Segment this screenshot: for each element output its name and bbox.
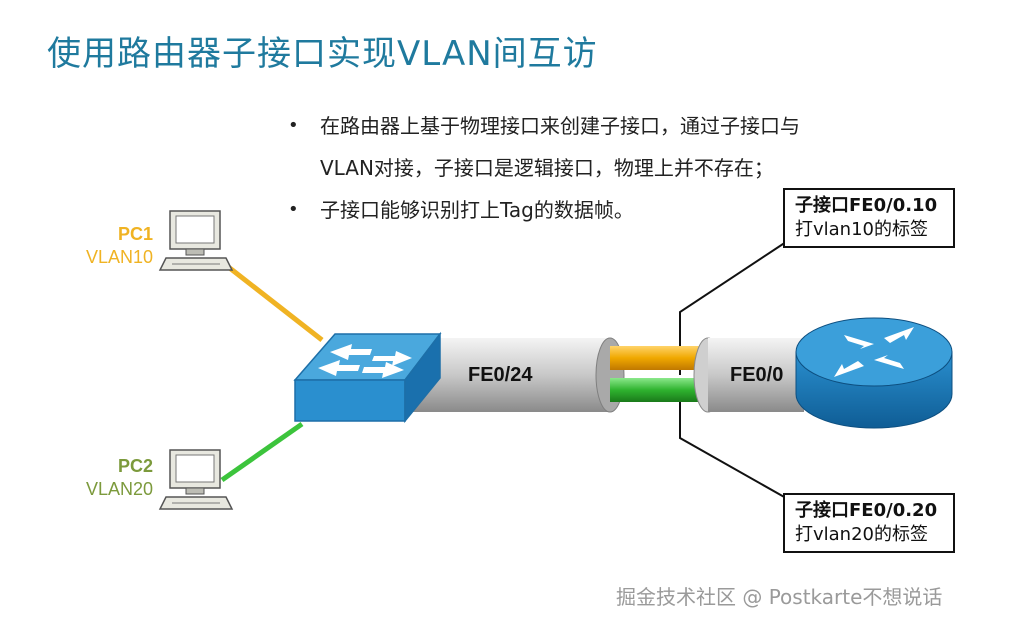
pc2-computer-icon: [158, 449, 234, 510]
callout-title: 子接口FE0/0.10: [795, 195, 938, 216]
callout-desc: 打vlan10的标签: [795, 219, 928, 240]
router-icon: [795, 317, 953, 429]
watermark: 掘金技术社区 @ Postkarte不想说话: [616, 585, 943, 609]
pc2-label: PC2 VLAN20: [43, 455, 153, 501]
bullet-dot: •: [288, 115, 299, 136]
pc1-link: [220, 260, 324, 342]
callout-desc: 打vlan20的标签: [795, 524, 928, 545]
bullet-text-1: 在路由器上基于物理接口来创建子接口，通过子接口与VLAN对接，子接口是逻辑接口，…: [320, 114, 800, 180]
bullet-item-1: • 在路由器上基于物理接口来创建子接口，通过子接口与VLAN对接，子接口是逻辑接…: [288, 105, 828, 189]
bullet-dot: •: [288, 199, 299, 220]
pc2-vlan: VLAN20: [85, 479, 153, 499]
pc2-link: [220, 421, 304, 483]
subinterface-callout-20: 子接口FE0/0.20 打vlan20的标签: [783, 493, 955, 553]
callout-title: 子接口FE0/0.20: [795, 500, 938, 521]
page-title: 使用路由器子接口实现VLAN间互访: [47, 34, 598, 74]
pc1-label: PC1 VLAN10: [43, 223, 153, 269]
pc2-name: PC2: [117, 456, 153, 476]
bullet-list: • 在路由器上基于物理接口来创建子接口，通过子接口与VLAN对接，子接口是逻辑接…: [288, 105, 828, 231]
pc1-vlan: VLAN10: [85, 247, 153, 267]
pc1-computer-icon: [158, 210, 234, 271]
switch-port-label: FE0/24: [468, 364, 533, 386]
bullet-item-2: • 子接口能够识别打上Tag的数据帧。: [288, 189, 828, 231]
pc1-name: PC1: [117, 224, 153, 244]
router-port-label: FE0/0: [730, 364, 784, 386]
router-tube: [693, 337, 804, 413]
subinterface-callout-10: 子接口FE0/0.10 打vlan10的标签: [783, 188, 955, 248]
bullet-text-2: 子接口能够识别打上Tag的数据帧。: [320, 198, 634, 222]
switch-icon: [293, 331, 442, 424]
